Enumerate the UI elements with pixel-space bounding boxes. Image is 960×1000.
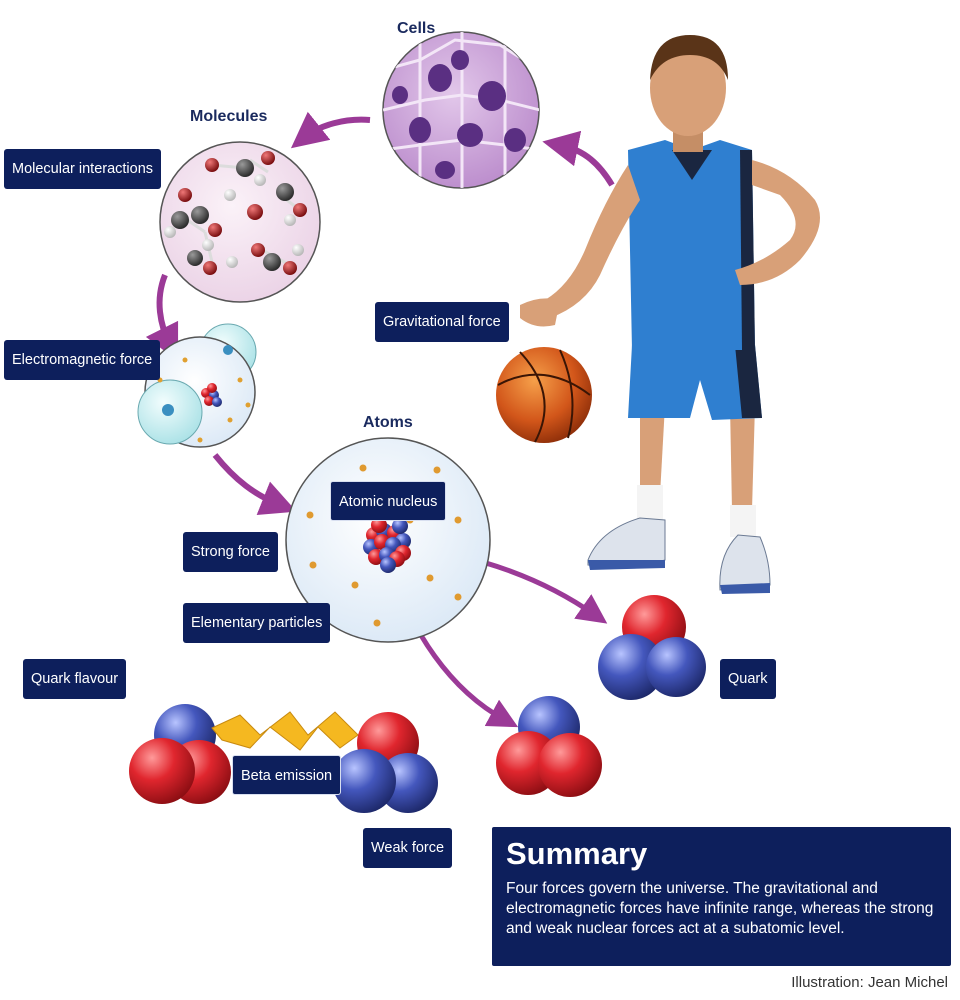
nucleon xyxy=(371,517,387,533)
summary-box: Summary Four forces govern the universe.… xyxy=(492,827,951,966)
nucleon xyxy=(392,518,408,534)
beta-emission-zigzag-icon xyxy=(211,711,359,751)
arrow-molecules-to-em xyxy=(145,273,179,362)
label-strong-force: Strong force xyxy=(183,532,278,572)
molecules-illustration xyxy=(159,141,321,303)
summary-title: Summary xyxy=(506,836,648,871)
label-beta-emission: Beta emission xyxy=(232,755,342,795)
illustration-credit: Illustration: Jean Michel xyxy=(791,974,948,991)
label-quark-flavour: Quark flavour xyxy=(23,659,127,699)
heading-molecules: Molecules xyxy=(190,108,268,125)
label-quark: Quark xyxy=(720,659,776,699)
cells-illustration xyxy=(382,31,540,189)
quark-cluster-right xyxy=(598,595,706,700)
arrow-cells-to-molecules xyxy=(290,111,371,149)
basketball-icon xyxy=(496,347,592,443)
boy-illustration xyxy=(520,35,820,594)
summary-body: Four forces govern the universe. The gra… xyxy=(506,880,934,937)
label-atomic-nucleus: Atomic nucleus xyxy=(330,481,447,521)
label-gravitational-force: Gravitational force xyxy=(375,302,509,342)
arrow-em-to-atom xyxy=(212,453,297,516)
quark-cluster-before xyxy=(129,704,231,804)
label-weak-force: Weak force xyxy=(363,828,453,868)
quark-cluster-lower xyxy=(496,696,602,797)
electromagnetic-illustration xyxy=(137,323,257,448)
label-electromagnetic-force: Electromagnetic force xyxy=(4,340,161,380)
heading-atoms: Atoms xyxy=(363,414,413,431)
atomic-nucleus-cluster xyxy=(363,517,411,573)
label-elementary-particles: Elementary particles xyxy=(183,603,331,643)
label-molecular-interactions: Molecular interactions xyxy=(4,149,162,189)
heading-cells: Cells xyxy=(397,20,436,37)
nucleon xyxy=(380,557,396,573)
quark-cluster-after xyxy=(332,712,438,813)
arrow-boy-to-cells xyxy=(542,130,615,187)
